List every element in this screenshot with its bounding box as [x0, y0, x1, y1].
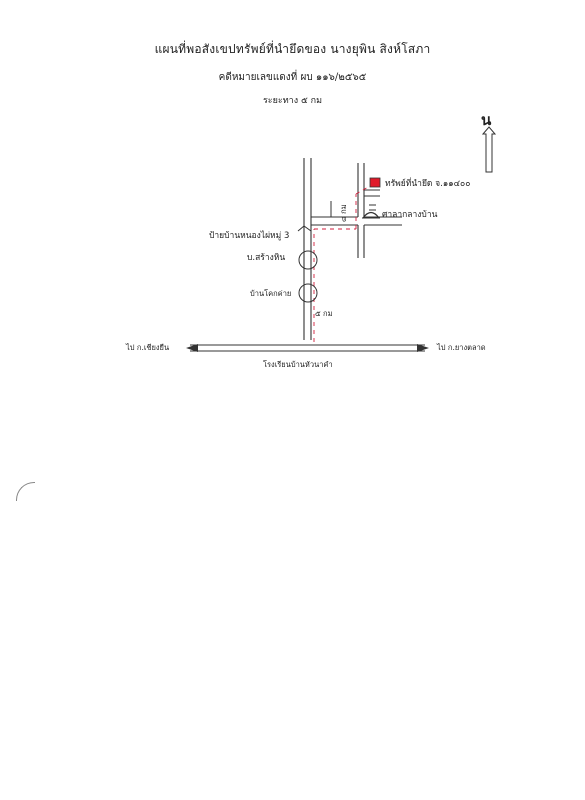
north-label: น [481, 111, 492, 129]
side-road-vertical [357, 163, 365, 258]
sawang-hin-label: บ.สร้างหิน [247, 252, 285, 263]
case-number: คดีหมายเลขแดงที่ ผบ ๑๑๖/๒๕๖๕ [218, 72, 367, 83]
distance-note: ระยะทาง ๕ กม [262, 96, 323, 106]
to-right-label: ไป ก.ยางตลาด [436, 343, 486, 352]
village-sign-label: ป้ายบ้านหนองไผ่หมู่ 3 [209, 230, 289, 241]
ban-khok-khai-marker [298, 283, 318, 303]
village-sign-icon [297, 225, 312, 232]
property-label: ทรัพย์ที่นำยึด จ.๑๑๔๐๐ [385, 177, 470, 189]
property-marker [369, 177, 381, 188]
header-block: แผนที่พอสังเขปทรัพย์ที่นำยึดของ นางยุพิน… [0, 40, 585, 107]
main-road-vertical [303, 158, 312, 340]
cross-road-horizontal [311, 201, 402, 226]
property-access-road [364, 189, 380, 211]
main-distance-label: ๕ กม [315, 309, 333, 318]
north-arrow-icon [481, 126, 497, 173]
arrow-left-icon [186, 344, 198, 352]
map-title: แผนที่พอสังเขปทรัพย์ที่นำยึดของ นางยุพิน… [154, 42, 431, 56]
pavilion-icon [362, 211, 380, 219]
to-left-label: ไป ก.เชียงยืน [125, 343, 169, 352]
arrow-right-icon [417, 344, 429, 352]
pavilion-label: ศาลากลางบ้าน [382, 209, 438, 220]
side-distance-label: ๘ กม [339, 204, 348, 222]
ban-khok-khai-label: บ้านโคกค่าย [250, 289, 291, 298]
sawang-hin-marker [298, 250, 318, 270]
school-label: โรงเรียนบ้านหัวนาคำ [263, 360, 333, 369]
route-path [313, 185, 371, 342]
bottom-main-road [186, 344, 429, 352]
